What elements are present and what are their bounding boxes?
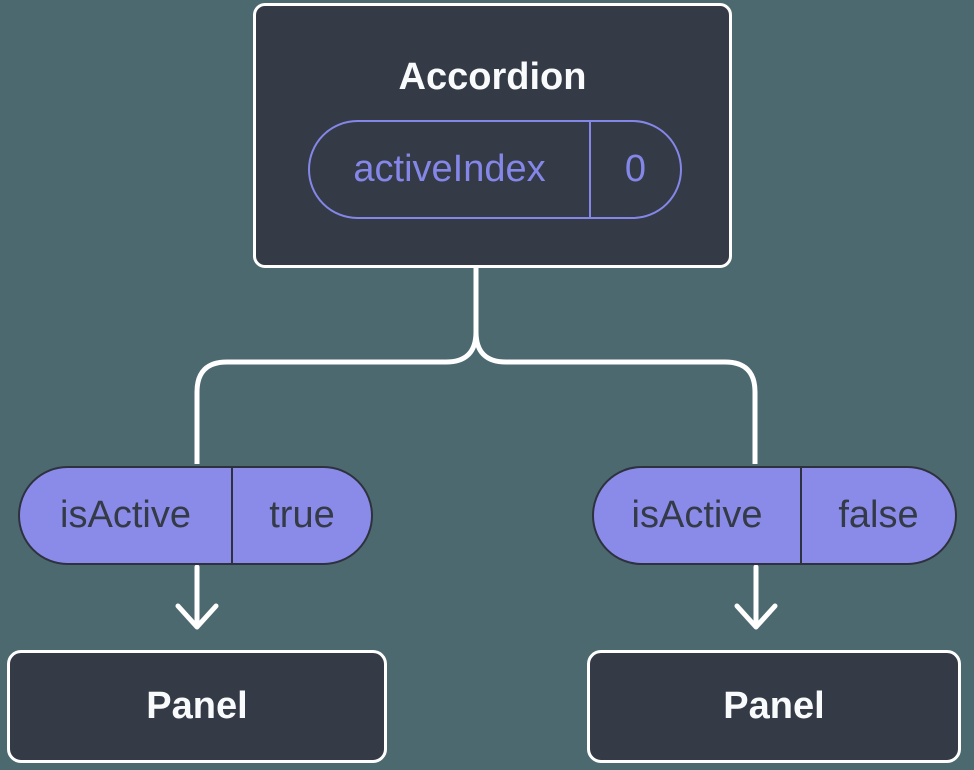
panel-node-title: Panel <box>723 685 825 727</box>
prop-pill-isactive-left: isActive true <box>18 466 373 565</box>
arrow-head-left-icon <box>175 603 219 630</box>
state-value-label: 0 <box>589 122 680 217</box>
arrow-head-right-icon <box>734 603 778 630</box>
branch-line-right <box>473 266 758 464</box>
panel-node-left: Panel <box>7 650 387 763</box>
accordion-node-title: Accordion <box>398 56 587 98</box>
panel-node-title: Panel <box>146 685 248 727</box>
prop-pill-isactive-right: isActive false <box>592 466 957 565</box>
accordion-node: Accordion activeIndex 0 <box>253 3 732 268</box>
state-pill-activeindex: activeIndex 0 <box>308 120 682 219</box>
prop-name-label: isActive <box>60 494 191 536</box>
prop-name-label: isActive <box>631 494 763 536</box>
prop-value-label: false <box>800 468 955 563</box>
prop-value-label: true <box>231 468 371 563</box>
panel-node-right: Panel <box>587 650 961 763</box>
branch-line-left <box>194 266 479 464</box>
state-name-label: activeIndex <box>353 148 546 190</box>
